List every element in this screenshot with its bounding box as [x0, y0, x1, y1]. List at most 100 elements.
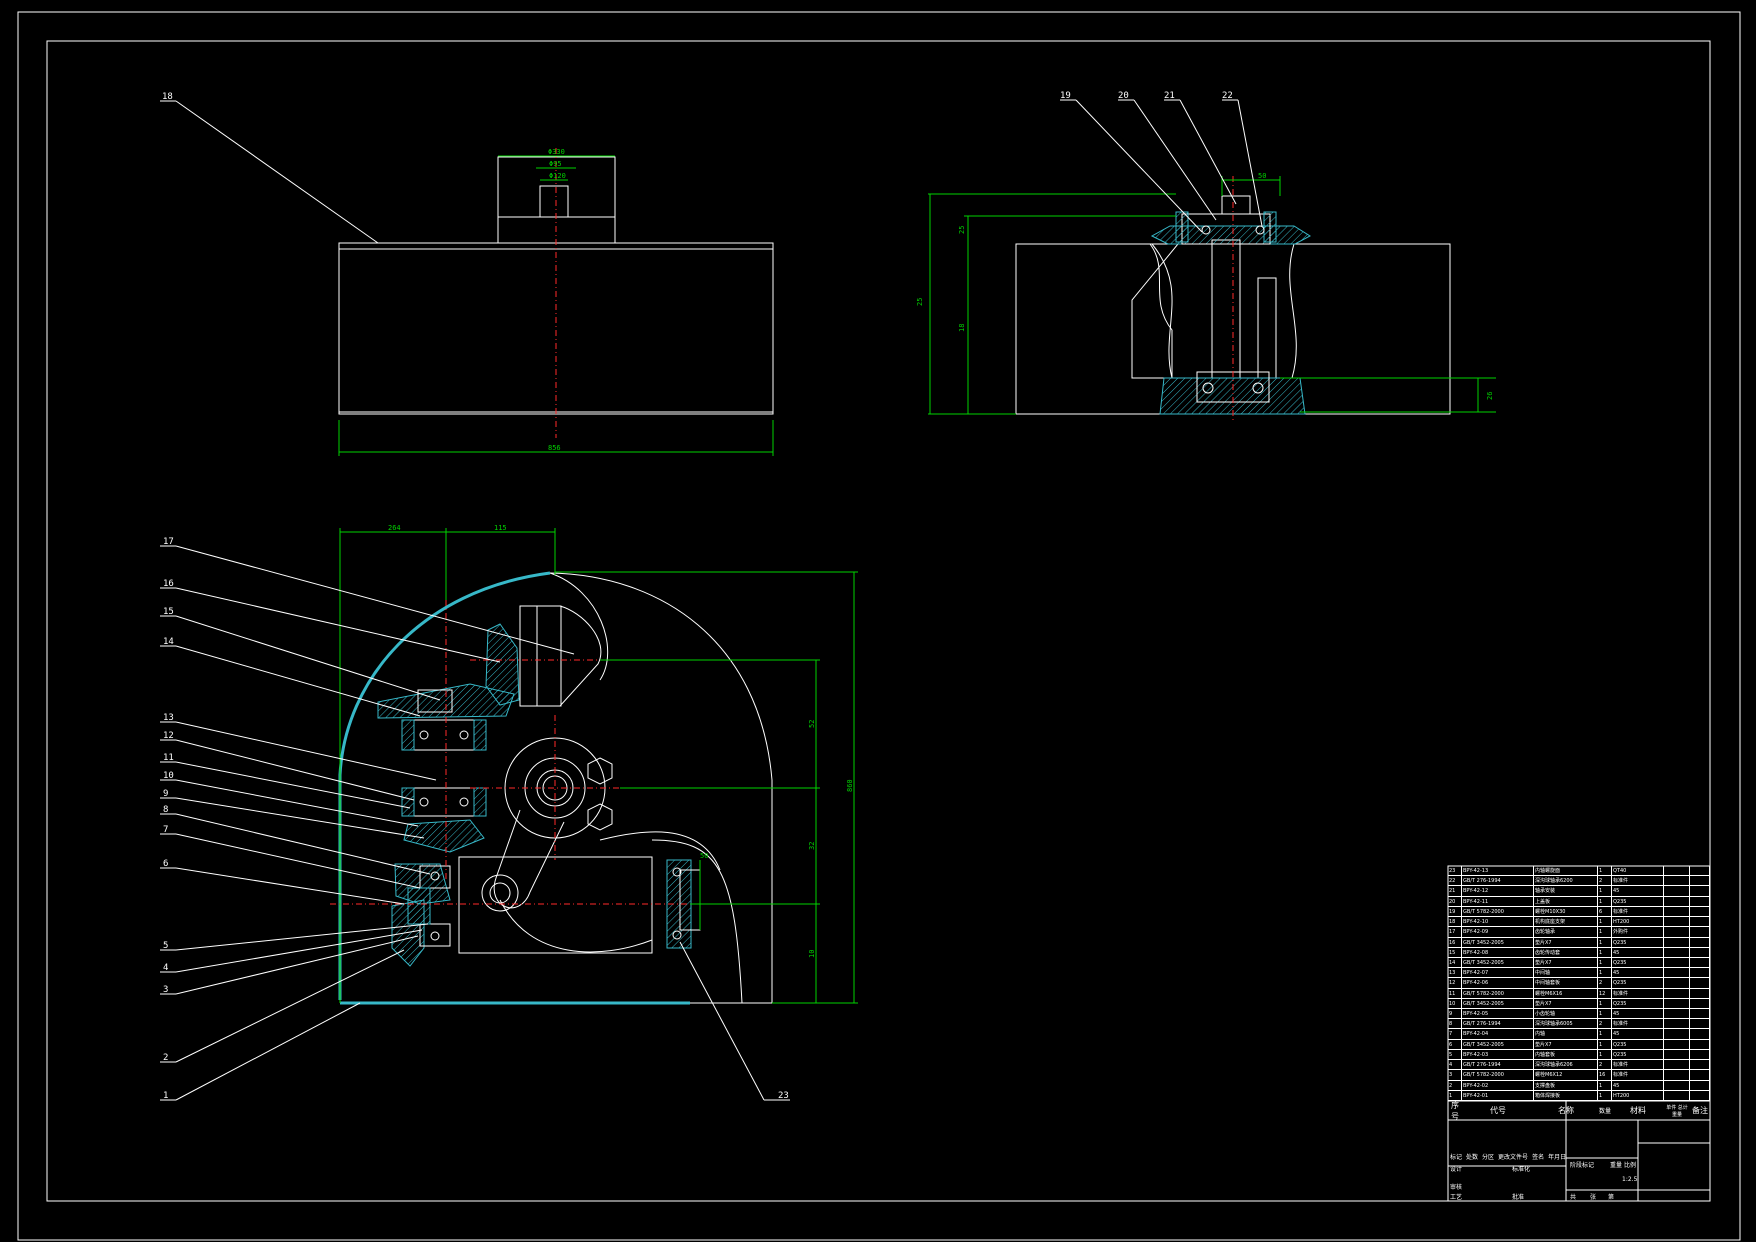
bom-cell-no: 15 [1448, 947, 1462, 957]
top-view: 856 Φ330 Φ95 Φ120 18 [160, 92, 774, 456]
bom-cell-code: GB/T 5782-2000 [1462, 988, 1534, 998]
bom-cell-empty [1690, 1019, 1710, 1029]
dim-front-v2: 32 [808, 842, 816, 850]
bom-cell-empty [1690, 937, 1710, 947]
bom-cell-name: 垫片X7 [1534, 998, 1598, 1009]
bom-cell-name: 深沟球轴承6206 [1534, 1060, 1598, 1070]
bom-cell-qty: 6 [1598, 906, 1612, 917]
leader-13: 13 [163, 713, 174, 723]
bom-cell-empty [1690, 886, 1710, 896]
leader-15: 15 [163, 607, 174, 617]
sign-standardize: 标准化 [1512, 1166, 1531, 1173]
dim-top-width: 856 [548, 444, 561, 452]
sign-stage-mark: 阶段标记 [1570, 1162, 1595, 1169]
bom-cell-empty [1664, 896, 1690, 906]
bom-cell-code: BPY-42-12 [1462, 886, 1534, 896]
bom-cell-empty [1664, 1049, 1690, 1060]
leader-7: 7 [163, 825, 168, 835]
bom-header-remark: 备注 [1692, 1106, 1708, 1115]
bom-cell-code: BPY-42-01 [1462, 1090, 1534, 1100]
dim-top-boss-inner: Φ120 [549, 172, 566, 180]
sign-sheet: 张 [1590, 1194, 1597, 1201]
dim-front-left-offset: 264 [388, 524, 401, 532]
bom-cell-empty [1690, 957, 1710, 968]
bom-cell-no: 2 [1448, 1080, 1462, 1090]
dim-front-small: 50 [700, 852, 708, 860]
bom-cell-empty [1664, 988, 1690, 998]
leader-4: 4 [163, 963, 168, 973]
leader-20: 20 [1118, 91, 1129, 101]
dim-front-right-offset: 115 [494, 524, 507, 532]
bom-cell-name: 深沟球轴承6005 [1534, 1019, 1598, 1029]
bom-header-no: 序号 [1451, 1100, 1459, 1121]
bom-cell-empty [1690, 978, 1710, 988]
bom-cell-empty [1690, 876, 1710, 886]
bom-cell-no: 16 [1448, 937, 1462, 947]
bom-cell-material: Q235 [1612, 998, 1664, 1009]
bom-header-name: 名称 [1558, 1106, 1574, 1115]
sign-block: 标记 处数 分区 更改文件号 签名 年月日 设计 标准化 审核 工艺 批准 阶段… [1448, 1120, 1710, 1201]
bom-cell-material: Q235 [1612, 896, 1664, 906]
bom-cell-name: 轴承安装 [1534, 886, 1598, 896]
bom-cell-no: 5 [1448, 1049, 1462, 1060]
bom-cell-material: 标准件 [1612, 906, 1664, 917]
bom-cell-material: 外购件 [1612, 927, 1664, 937]
leader-8: 8 [163, 805, 168, 815]
bom-cell-qty: 1 [1598, 937, 1612, 947]
bom-cell-no: 9 [1448, 1009, 1462, 1019]
bom-cell-no: 12 [1448, 978, 1462, 988]
leader-21: 21 [1164, 91, 1175, 101]
bom-header-code: 代号 [1490, 1106, 1506, 1115]
leader-9: 9 [163, 789, 168, 799]
leader-11: 11 [163, 753, 174, 763]
bom-cell-name: 深沟球轴承6200 [1534, 876, 1598, 886]
leader-19: 19 [1060, 91, 1071, 101]
bom-cell-no: 17 [1448, 927, 1462, 937]
bom-cell-material: 45 [1612, 886, 1664, 896]
bom-cell-material: QT40 [1612, 866, 1664, 876]
front-view: 264 115 860 52 32 10 50 1 2 3 4 5 6 [160, 524, 858, 1101]
bom-cell-no: 10 [1448, 998, 1462, 1009]
bom-cell-empty [1664, 1039, 1690, 1049]
bom-cell-qty: 2 [1598, 1060, 1612, 1070]
bom-cell-empty [1664, 917, 1690, 927]
bom-cell-name: 螺栓M6X16 [1534, 988, 1598, 998]
bom-cell-empty [1690, 1090, 1710, 1100]
bom-cell-code: GB/T 3452-2005 [1462, 1039, 1534, 1049]
bom-cell-empty [1664, 1060, 1690, 1070]
bom-cell-no: 6 [1448, 1039, 1462, 1049]
bom-cell-code: BPY-42-08 [1462, 947, 1534, 957]
dim-front-height-total: 860 [846, 779, 854, 792]
bom-cell-empty [1664, 957, 1690, 968]
bom-cell-empty [1690, 917, 1710, 927]
bom-cell-qty: 1 [1598, 1090, 1612, 1100]
bom-cell-empty [1664, 886, 1690, 896]
sign-count: 处数 [1466, 1154, 1479, 1161]
outer-frame [17, 11, 1741, 1241]
bom-cell-code: BPY-42-07 [1462, 968, 1534, 978]
bom-cell-empty [1664, 1090, 1690, 1100]
leader-12: 12 [163, 731, 174, 741]
bom-cell-no: 20 [1448, 896, 1462, 906]
bom-cell-empty [1664, 1070, 1690, 1080]
sign-scale-value: 1:2.5 [1622, 1176, 1638, 1183]
bom-cell-empty [1690, 998, 1710, 1009]
bom-cell-material: 标准件 [1612, 1070, 1664, 1080]
sign-of: 第 [1608, 1194, 1615, 1201]
bom-cell-empty [1690, 1049, 1710, 1060]
bom-cell-material: 标准件 [1612, 1019, 1664, 1029]
bom-cell-code: GB/T 5782-2000 [1462, 906, 1534, 917]
side-view: 25 18 25 50 26 19 20 21 22 [916, 91, 1496, 420]
bom-cell-empty [1690, 896, 1710, 906]
